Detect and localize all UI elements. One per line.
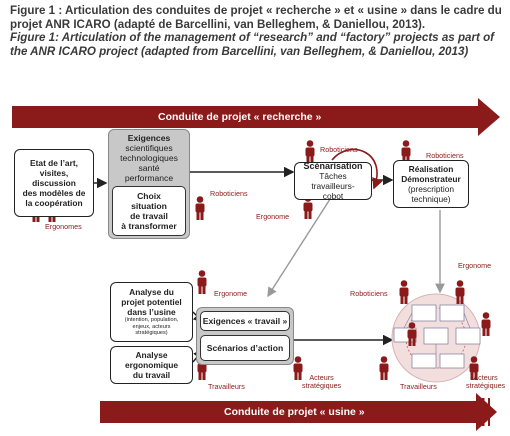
person-icon [468,356,480,385]
person-icon [378,356,390,385]
person-icon [292,356,304,385]
choice-line: à transformer [121,221,177,231]
scenario-sub: cobot [322,191,344,201]
demo-sub: (prescription [407,184,455,194]
scenario-box: Scénarisation Tâches travailleurs- cobot [294,161,372,201]
state-of-art-box: Etat de l’art, visites, discussion des m… [14,149,94,217]
factory-banner-label: Conduite de projet « usine » [224,406,365,418]
analysis-sub: stratégiques) [135,330,168,337]
state-of-art-line: des modèles de [22,188,86,198]
label-acteurs-right: Acteurs stratégiques [466,373,506,391]
analysis-title: projet potentiel [121,297,182,308]
caption-french: Figure 1 : Articulation des conduites de… [10,4,502,31]
banner-end-mark-2 [488,398,490,426]
scenario-title: Scénarisation [303,161,363,171]
action-scenarios-box: Scénarios d’action [200,335,290,361]
project-analysis-box: Analyse du projet potentiel dans l’usine… [110,282,193,342]
acteurs-line: Acteurs [473,373,498,382]
ergo-line: Analyse [135,350,168,360]
choice-line: de travail [130,211,168,221]
person-icon [398,280,410,309]
figure-caption: Figure 1 : Articulation des conduites de… [10,4,502,58]
research-banner-arrow [12,98,500,136]
state-of-art-line: la coopération [25,198,83,208]
demo-title: Réalisation [408,164,454,174]
ergo-line: du travail [132,370,171,380]
person-icon [454,280,466,309]
requirements-line: santé [138,163,160,173]
label-ergonome-right: Ergonome [458,261,492,270]
person-icon [194,196,206,225]
demonstrator-box: Réalisation Démonstrateur (prescription … [393,160,469,208]
analysis-sub: enjeux, acteurs [132,323,171,330]
label-ergonomes: Ergonomes [45,222,82,231]
demo-sub: technique) [411,194,451,204]
factory-banner-arrow [100,393,497,431]
state-of-art-line: visites, [39,168,69,178]
label-travailleurs-right: Travailleurs [400,382,437,391]
analysis-title: Analyse du [129,287,174,298]
requirements-line: scientifiques [125,143,173,153]
acteurs-line: stratégiques [302,381,342,391]
arrow-scenario-loop [331,148,383,190]
banner-end-mark [482,398,485,426]
demo-title: Démonstrateur [401,174,461,184]
scenario-sub: Tâches travailleurs- [311,171,355,191]
label-ergonome-scen: Ergonome [256,212,290,221]
choice-line: Choix [137,191,161,201]
ergonomic-analysis-box: Analyse ergonomique du travail [110,346,193,384]
label-roboticiens-scen: Roboticiens [320,145,358,154]
state-of-art-line: discussion [32,178,76,188]
choice-line: situation [131,201,167,211]
label-travailleurs-left: Travailleurs [208,382,245,391]
requirements-line: technologiques [120,153,178,163]
label-acteurs-left: Acteurs stratégiques [302,373,342,391]
person-icon [406,322,418,351]
label-roboticiens-right: Roboticiens [350,289,388,298]
acteurs-line: stratégiques [466,381,506,391]
action-scenarios-label: Scénarios d’action [206,343,284,353]
person-icon [196,270,208,299]
label-roboticiens-demo: Roboticiens [426,151,464,160]
acteurs-line: Acteurs [309,373,334,382]
label-ergonome-factory: Ergonome [214,289,248,298]
state-of-art-line: Etat de l’art, [30,158,78,168]
person-icon [400,140,412,169]
requirements-line: performance [124,173,174,183]
analysis-sub: (intention, population, [124,317,179,324]
integration-wheel [391,293,481,383]
ergo-line: ergonomique [124,360,179,370]
analysis-title: dans l’usine [127,307,176,318]
work-requirements-label: Exigences « travail » [202,316,288,326]
requirements-title: Exigences [127,133,171,143]
arrow-scenario-to-factory [267,195,333,298]
work-requirements-box: Exigences « travail » [200,311,290,331]
person-icon [304,140,316,169]
research-banner-label: Conduite de projet « recherche » [158,111,322,123]
label-roboticiens-choice: Roboticiens [210,189,248,198]
person-icon [480,312,492,341]
caption-english: Figure 1: Articulation of the management… [10,31,495,58]
choice-box: Choix situation de travail à transformer [112,186,186,236]
requirements-box: Exigences scientifiques technologiques s… [112,132,186,184]
